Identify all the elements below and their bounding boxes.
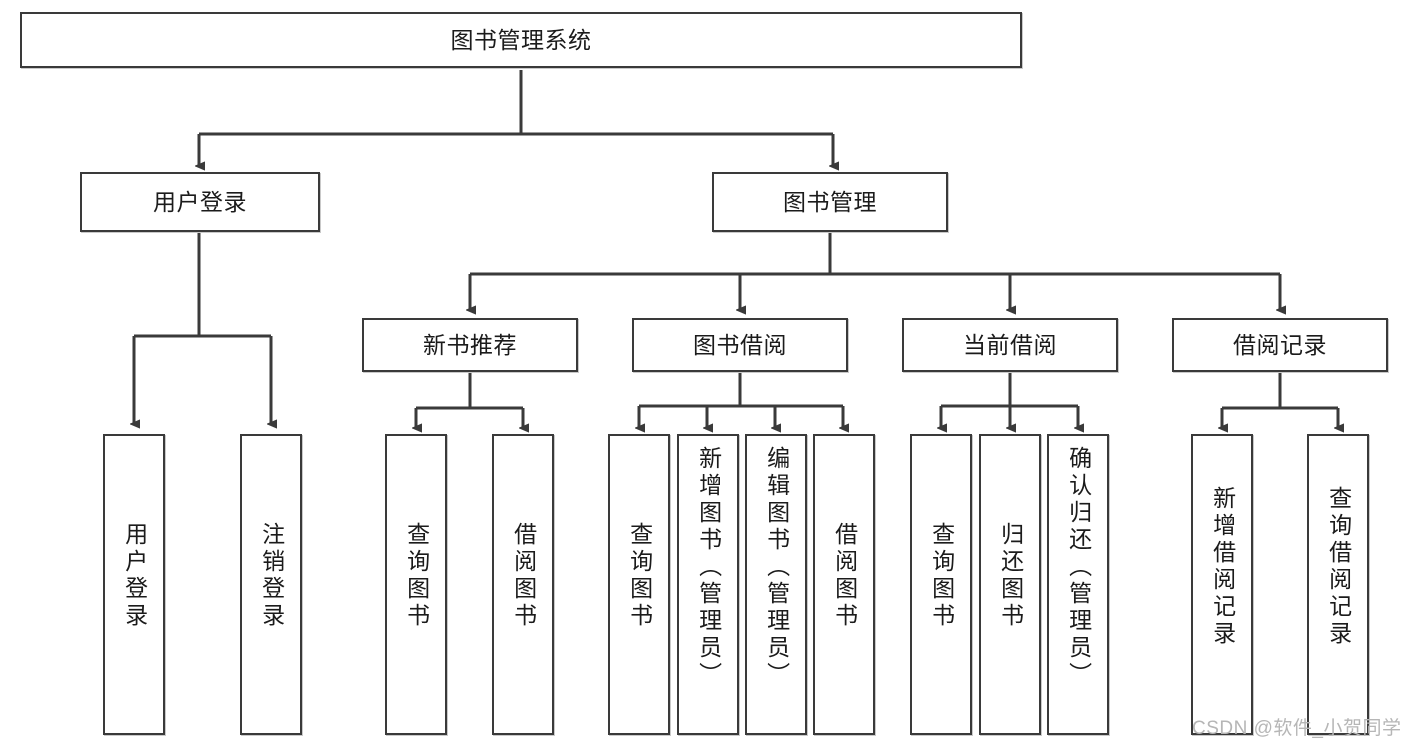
node-book-manage[interactable]: 图书管理 [712,172,948,232]
node-leaf-add-book[interactable]: 新增图书（管理员） [677,434,739,735]
node-leaf-user-logout[interactable]: 注销登录 [240,434,302,735]
node-root[interactable]: 图书管理系统 [20,12,1022,68]
csdn-watermark: CSDN @软件_小贺同学 [1192,718,1402,739]
node-leaf-query-book-1[interactable]: 查询图书 [385,434,447,735]
node-leaf-confirm-return-label: 确认归还（管理员） [1065,446,1092,689]
node-leaf-return-book[interactable]: 归还图书 [979,434,1041,735]
node-leaf-add-record[interactable]: 新增借阅记录 [1191,434,1253,735]
node-leaf-user-logout-label: 注销登录 [258,522,285,630]
node-leaf-user-login[interactable]: 用户登录 [103,434,165,735]
node-current-borrow[interactable]: 当前借阅 [902,318,1118,372]
node-leaf-query-record-label: 查询借阅记录 [1325,486,1352,648]
node-leaf-query-book-2-label: 查询图书 [626,522,653,630]
node-borrow-record-label: 借阅记录 [1233,331,1327,358]
node-leaf-edit-book-label: 编辑图书（管理员） [763,446,790,689]
node-new-book-recommend[interactable]: 新书推荐 [362,318,578,372]
node-current-borrow-label: 当前借阅 [963,331,1057,358]
node-leaf-query-record[interactable]: 查询借阅记录 [1307,434,1369,735]
node-borrow-record[interactable]: 借阅记录 [1172,318,1388,372]
node-leaf-user-login-label: 用户登录 [121,522,148,630]
node-user-login[interactable]: 用户登录 [80,172,320,232]
node-leaf-query-book-1-label: 查询图书 [403,522,430,630]
node-leaf-borrow-book-2[interactable]: 借阅图书 [813,434,875,735]
node-user-login-label: 用户登录 [153,188,247,215]
node-root-label: 图书管理系统 [450,26,592,53]
node-book-borrow[interactable]: 图书借阅 [632,318,848,372]
node-leaf-borrow-book-1-label: 借阅图书 [510,522,537,630]
node-leaf-borrow-book-1[interactable]: 借阅图书 [492,434,554,735]
node-leaf-query-book-3[interactable]: 查询图书 [910,434,972,735]
node-new-book-recommend-label: 新书推荐 [423,331,517,358]
node-leaf-add-book-label: 新增图书（管理员） [695,446,722,689]
node-leaf-add-record-label: 新增借阅记录 [1209,486,1236,648]
node-leaf-confirm-return[interactable]: 确认归还（管理员） [1047,434,1109,735]
node-leaf-borrow-book-2-label: 借阅图书 [831,522,858,630]
node-book-borrow-label: 图书借阅 [693,331,787,358]
node-leaf-return-book-label: 归还图书 [997,522,1024,630]
node-book-manage-label: 图书管理 [783,188,877,215]
node-leaf-query-book-2[interactable]: 查询图书 [608,434,670,735]
node-leaf-query-book-3-label: 查询图书 [928,522,955,630]
node-leaf-edit-book[interactable]: 编辑图书（管理员） [745,434,807,735]
